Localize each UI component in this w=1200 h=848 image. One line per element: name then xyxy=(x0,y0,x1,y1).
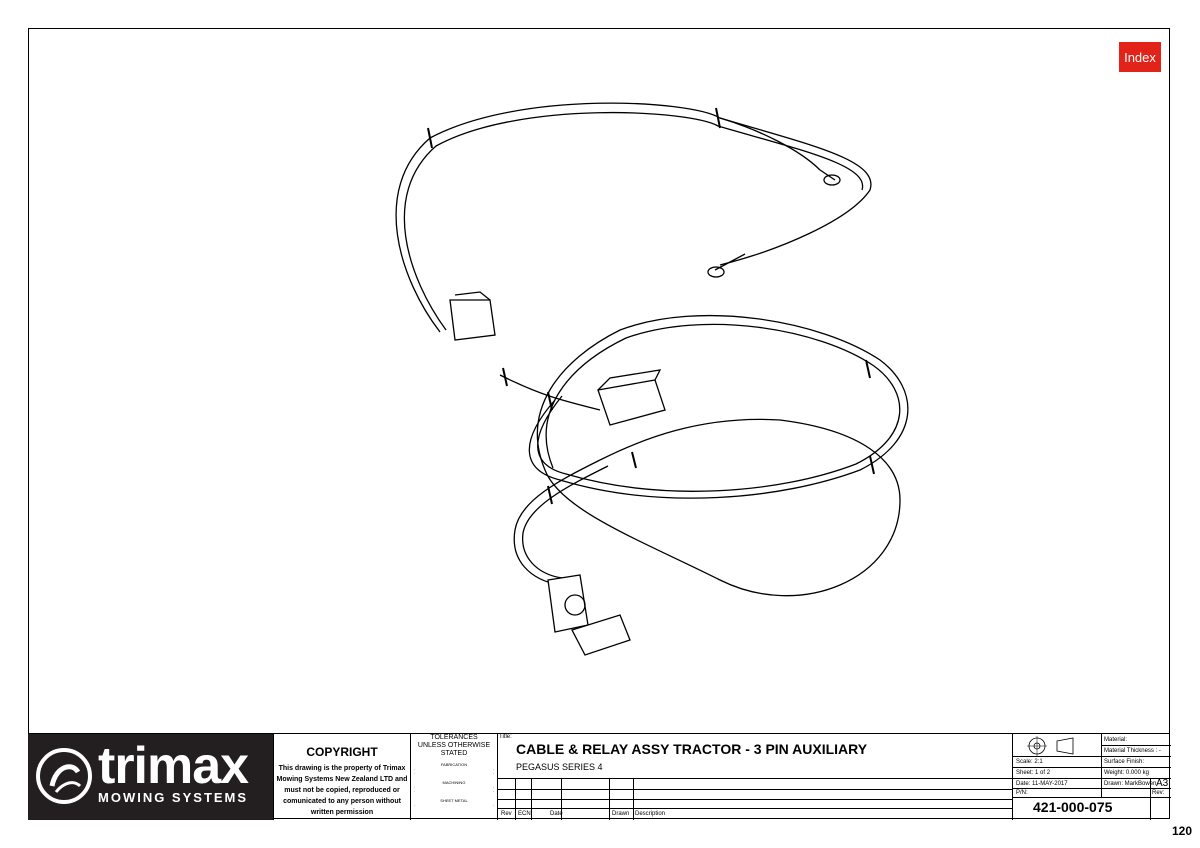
rev-table-divider xyxy=(531,778,532,820)
sheet-label: Sheet: 1 of 2 xyxy=(1016,770,1051,776)
drawn-label: Drawn: MarkBowen xyxy=(1104,781,1157,787)
projection-symbol-icon xyxy=(1027,736,1074,756)
tolerance-row: ·· xyxy=(414,767,494,772)
fabrication-label: FABRICATION xyxy=(440,762,468,767)
page-number: 120 xyxy=(1172,824,1193,838)
trimax-logo: trimax MOWING SYSTEMS xyxy=(28,734,273,820)
rev-table-line xyxy=(498,778,1013,779)
rev-table-line xyxy=(498,808,1013,809)
copyright-heading: COPYRIGHT xyxy=(306,745,378,759)
material-thickness-label: Material Thickness : - xyxy=(1104,748,1161,754)
drawing-subtitle: PEGASUS SERIES 4 xyxy=(516,762,603,772)
info-line xyxy=(1101,745,1171,746)
rev-label: Rev: xyxy=(1152,790,1165,796)
info-box: Material: Material Thickness : - Scale: … xyxy=(1012,734,1171,820)
rev-table-divider xyxy=(609,778,610,820)
title-block: trimax MOWING SYSTEMS COPYRIGHT This dra… xyxy=(28,733,1171,820)
rev-table-divider xyxy=(561,778,562,820)
rev-header: Rev xyxy=(501,811,512,817)
ecn-header: ECN xyxy=(518,811,531,817)
part-number: 421-000-075 xyxy=(1033,799,1113,815)
rev-table-line xyxy=(498,799,1013,800)
rev-table-line xyxy=(498,789,1013,790)
info-divider xyxy=(1150,778,1151,820)
info-line xyxy=(1013,767,1171,768)
title-label: Title: xyxy=(499,734,512,740)
info-line xyxy=(1013,797,1171,798)
info-line xyxy=(1013,788,1171,789)
drawn-header: Drawn xyxy=(612,811,630,817)
rev-table-divider xyxy=(515,778,516,820)
description-header: Description xyxy=(635,811,666,817)
logo-word: trimax xyxy=(98,737,249,795)
info-line xyxy=(1013,778,1171,779)
tolerance-row: ·· xyxy=(414,771,494,776)
surface-finish-label: Surface Finish: xyxy=(1104,759,1145,765)
tolerance-row: ·· xyxy=(414,803,494,808)
tolerances-subheading: UNLESS OTHERWISE STATED xyxy=(417,742,491,757)
scale-label: Scale: 2:1 xyxy=(1016,759,1043,765)
drawing-title: CABLE & RELAY ASSY TRACTOR - 3 PIN AUXIL… xyxy=(516,741,868,757)
machining-label: MACHINING xyxy=(442,780,466,785)
info-line xyxy=(1013,756,1171,757)
paper-size: A3 xyxy=(1156,778,1169,789)
weight-label: Weight: 0.000 kg xyxy=(1104,770,1149,776)
sheet-metal-label: SHEET METAL xyxy=(440,798,468,803)
tolerance-row: ·· xyxy=(414,785,494,790)
material-label: Material: xyxy=(1104,737,1128,743)
tolerances-box: TOLERANCES UNLESS OTHERWISE STATED FABRI… xyxy=(410,734,497,820)
logo-tagline: MOWING SYSTEMS xyxy=(98,790,249,805)
copyright-text: This drawing is the property of Trimax M… xyxy=(276,765,408,816)
trimax-swirl-icon xyxy=(36,748,92,804)
copyright-notice: COPYRIGHT This drawing is the property o… xyxy=(273,734,410,820)
tolerances-heading: TOLERANCES xyxy=(430,734,478,741)
date-label: Date: 11-MAY-2017 xyxy=(1016,781,1068,787)
rev-table-divider xyxy=(633,778,634,820)
drawing-frame xyxy=(28,28,1170,819)
tolerance-row: ·· xyxy=(414,789,494,794)
date-header: Date xyxy=(550,811,563,817)
info-divider xyxy=(1101,734,1102,797)
index-button[interactable]: Index xyxy=(1119,42,1161,72)
pn-label: P/N: xyxy=(1016,790,1028,796)
title-box: Title: CABLE & RELAY ASSY TRACTOR - 3 PI… xyxy=(497,734,1013,820)
